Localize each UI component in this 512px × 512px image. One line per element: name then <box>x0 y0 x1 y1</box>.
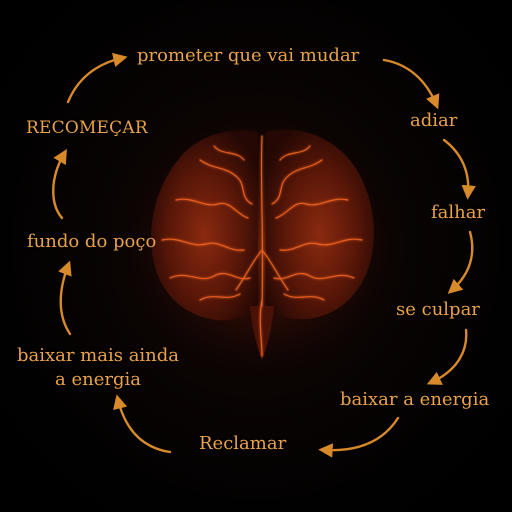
arrow-fundo-to-recomecar <box>52 149 67 220</box>
step-reclamar: Reclamar <box>199 433 287 454</box>
arrow-adiar-to-falhar <box>442 138 476 200</box>
brain-left-hemisphere <box>151 130 258 321</box>
step-se-culpar: se culpar <box>396 299 480 320</box>
step-adiar: adiar <box>410 110 458 131</box>
arrow-prometer-to-adiar <box>382 58 440 110</box>
arrow-baixar-energia-to-reclamar <box>318 416 400 458</box>
arrow-recomecar-to-prometer <box>66 52 128 104</box>
step-falhar: falhar <box>431 202 486 223</box>
arrow-reclamar-to-baixar-mais <box>113 394 172 454</box>
arrow-culpar-to-baixar-energia <box>426 328 468 385</box>
step-prometer: prometer que vai mudar <box>137 45 360 66</box>
step-recomecar: RECOMEÇAR <box>26 118 148 138</box>
arrow-baixar-mais-to-fundo <box>58 260 72 336</box>
arrow-falhar-to-culpar <box>447 230 474 294</box>
brain-folds <box>161 135 363 357</box>
step-baixar-a-energia: baixar a energia <box>340 389 490 410</box>
step-baixar-mais-ainda: baixar mais ainda a energia <box>16 345 180 390</box>
brain-right-hemisphere <box>266 129 374 320</box>
step-fundo-do-poco: fundo do poço <box>27 231 157 252</box>
brain-stem <box>250 306 274 360</box>
